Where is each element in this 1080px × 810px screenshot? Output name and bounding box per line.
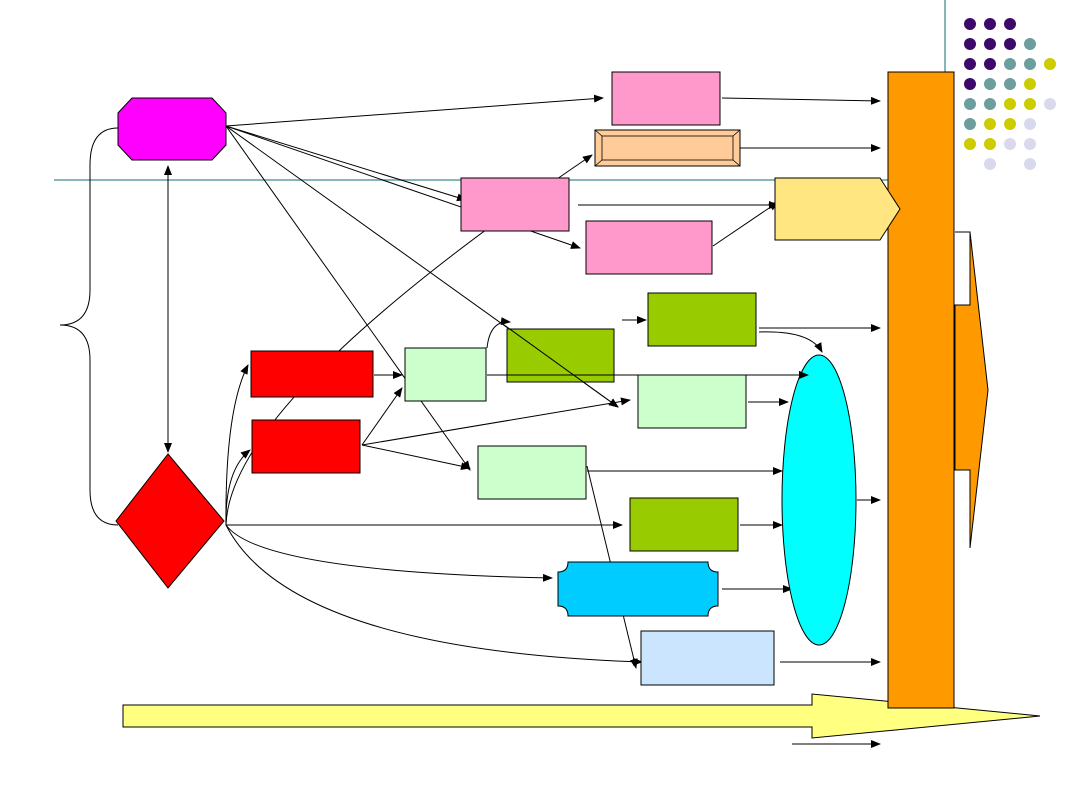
lime-box-middle [506,328,615,383]
pale-green-box-b [637,374,747,429]
lime-box-top [647,292,757,347]
pink-box-lower [585,220,713,275]
pink-box-middle [460,177,570,232]
pale-green-box-c [477,445,587,500]
lime-box-bottom [629,497,739,552]
peach-bevel-box [594,129,741,167]
sky-tag-node [557,561,719,617]
magenta-octagon-node [117,97,227,161]
pale-green-box-a [404,347,487,402]
cyan-ellipse-node [781,354,857,646]
left-brace [59,127,119,526]
nodes [115,71,901,686]
big-right-arrow [954,231,989,549]
orange-vertical-bar [887,71,955,709]
bottom-yellow-arrow [122,693,1041,739]
red-box-bottom [251,419,361,474]
yellow-pentagon-node [774,177,901,241]
pale-blue-box [640,630,775,686]
overlay-connectors [487,321,809,408]
decor-dot-grid [964,18,1056,170]
red-box-top [250,350,374,398]
pink-box-top [611,71,721,126]
red-diamond-node [115,453,225,589]
